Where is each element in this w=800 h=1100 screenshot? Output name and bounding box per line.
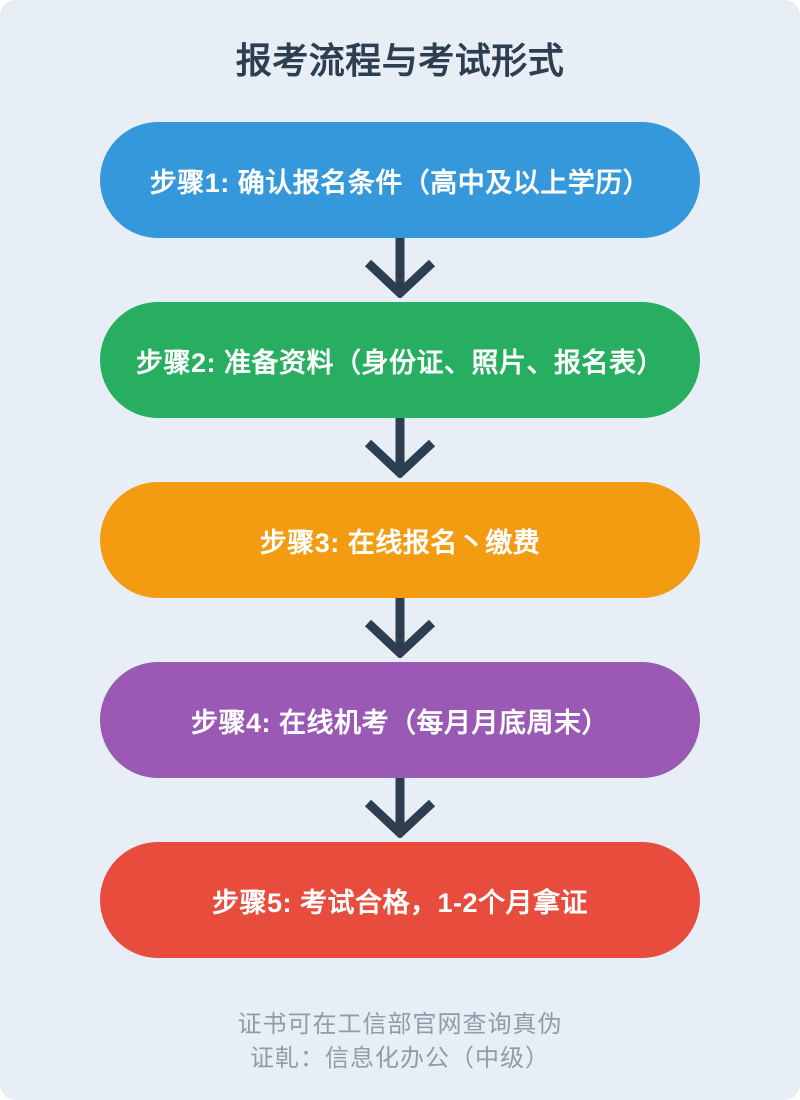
step-box-4: 步骤4: 在线机考（每月月底周末）: [100, 662, 700, 778]
down-arrow-icon: [100, 598, 700, 662]
step-box-1: 步骤1: 确认报名条件（高中及以上学历）: [100, 122, 700, 238]
flowchart: 步骤1: 确认报名条件（高中及以上学历） 步骤2: 准备资料（身份证、照片、报名…: [0, 122, 800, 958]
footer: 证书可在工信部官网查询真伪 证乹：信息化办公（中级）: [0, 1008, 800, 1076]
step-4-label: 步骤4: 在线机考（每月月底周末）: [190, 707, 609, 738]
step-3-label: 步骤3: 在线报名丶缴费: [259, 527, 541, 558]
down-arrow-icon: [100, 778, 700, 842]
step-box-3: 步骤3: 在线报名丶缴费: [100, 482, 700, 598]
down-arrow-icon: [100, 418, 700, 482]
footer-line-1: 证书可在工信部官网查询真伪: [237, 1011, 563, 1038]
step-5-label: 步骤5: 考试合格，1-2个月拿证: [211, 887, 589, 918]
footer-line-2: 证乹：信息化办公（中级）: [250, 1045, 550, 1072]
step-box-5: 步骤5: 考试合格，1-2个月拿证: [100, 842, 700, 958]
step-1-label: 步骤1: 确认报名条件（高中及以上学历）: [149, 167, 651, 198]
step-box-2: 步骤2: 准备资料（身份证、照片、报名表）: [100, 302, 700, 418]
step-2-label: 步骤2: 准备资料（身份证、照片、报名表）: [135, 347, 664, 378]
down-arrow-icon: [100, 238, 700, 302]
page-title: 报考流程与考试形式: [235, 40, 565, 81]
